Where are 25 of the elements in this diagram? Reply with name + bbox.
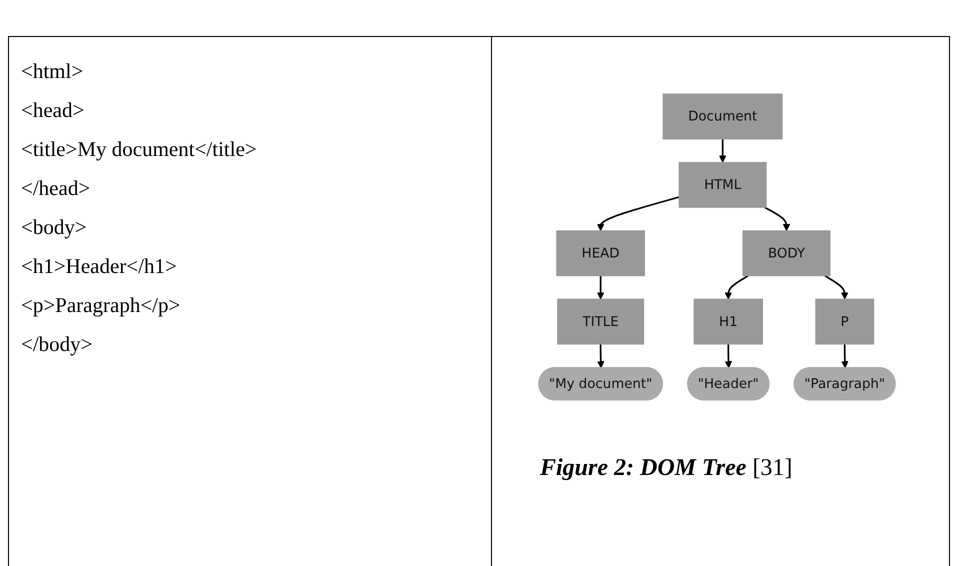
code-line: </head> — [21, 176, 90, 201]
figure-caption: Figure 2: DOM Tree [31] — [540, 455, 792, 482]
arrow — [597, 344, 604, 368]
arrow — [764, 206, 790, 232]
node-box: H1 — [694, 298, 764, 345]
arrow — [596, 276, 604, 300]
arrow — [824, 275, 848, 300]
arrow — [719, 139, 726, 163]
node-box: Document — [662, 94, 783, 140]
arrow — [724, 344, 732, 368]
code-line: <title>My document</title> — [21, 137, 257, 162]
code-line: <body> — [21, 215, 87, 240]
code-line: <p>Paragraph</p> — [21, 293, 180, 318]
node-box: P — [815, 298, 874, 345]
arrow — [724, 275, 749, 300]
node-box: HTML — [678, 162, 767, 208]
node-box: BODY — [742, 230, 831, 276]
arrow — [841, 344, 849, 368]
code-line: <head> — [21, 98, 84, 123]
code-line: </body> — [21, 332, 93, 357]
code-line: <h1>Header</h1> — [21, 254, 177, 279]
node-box: TITLE — [557, 298, 644, 345]
code-line: <html> — [21, 59, 84, 84]
node-box: HEAD — [556, 230, 645, 276]
arrow — [596, 196, 680, 232]
